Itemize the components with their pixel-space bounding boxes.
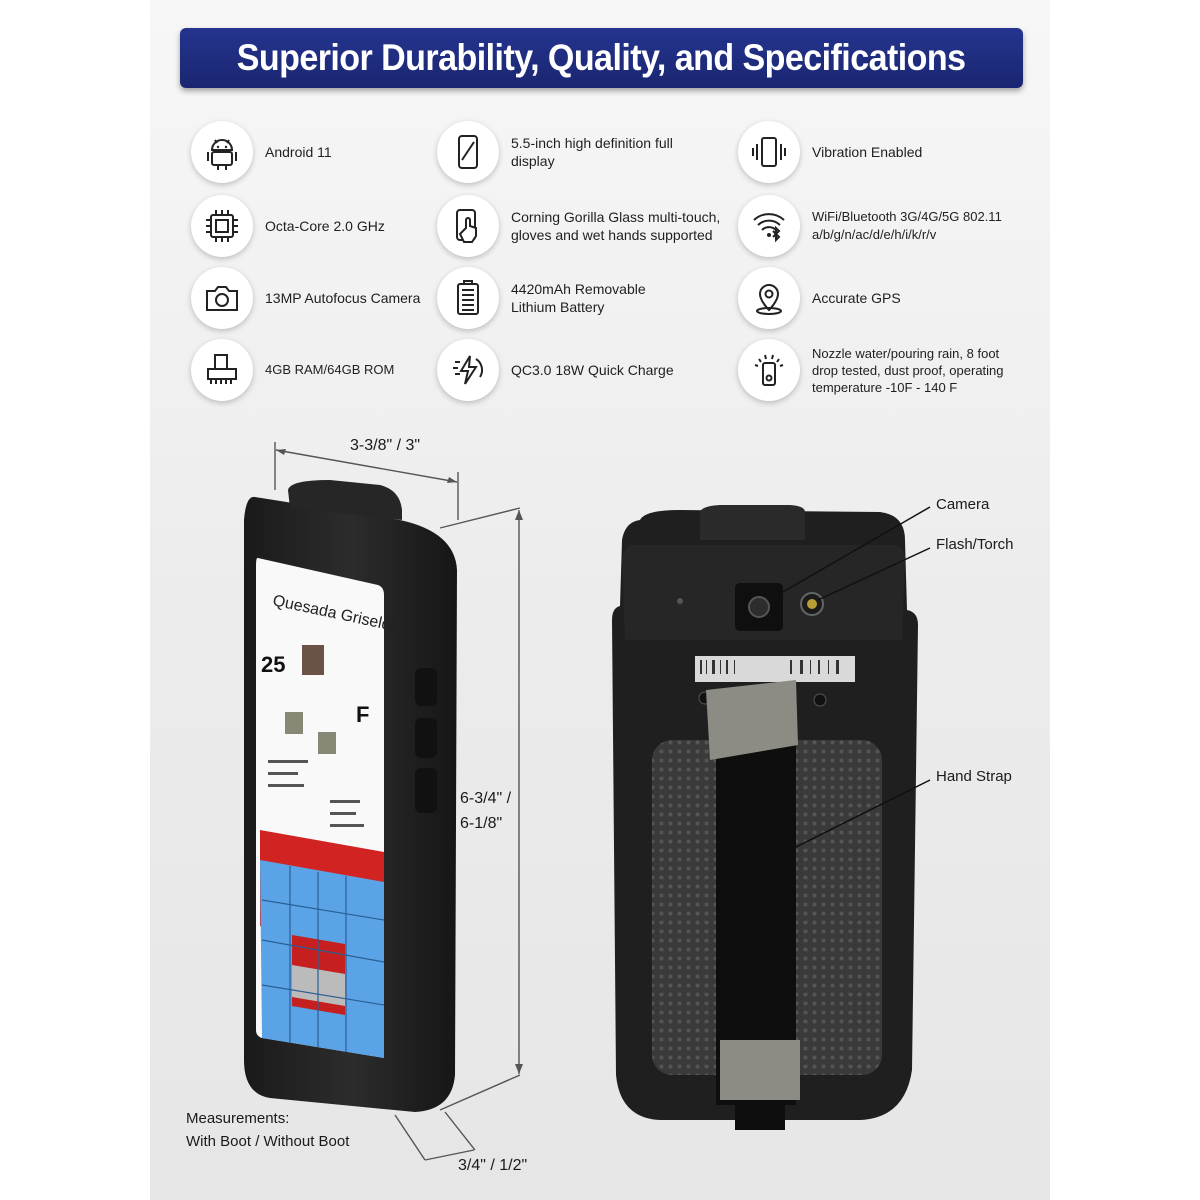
feature-battery: 4420mAh Removable Lithium Battery xyxy=(437,267,681,329)
feature-gps: Accurate GPS xyxy=(738,267,1002,329)
cpu-icon xyxy=(191,195,253,257)
callout-flash: Flash/Torch xyxy=(936,536,1014,553)
feature-display: 5.5-inch high definition full display xyxy=(437,121,681,183)
battery-icon xyxy=(437,267,499,329)
screen-gender: F xyxy=(356,702,369,727)
feature-text: QC3.0 18W Quick Charge xyxy=(511,362,674,378)
screen-age: 25 xyxy=(261,652,285,677)
banner-title: Superior Durability, Quality, and Specif… xyxy=(237,37,966,78)
callout-hand-strap: Hand Strap xyxy=(936,768,1012,785)
gps-icon xyxy=(738,267,800,329)
callout-lines xyxy=(759,506,931,866)
depth-dimension: 3/4" / 1/2" xyxy=(458,1157,528,1174)
back-device xyxy=(612,505,918,1130)
feature-text: WiFi/Bluetooth 3G/4G/5G 802.11 a/b/g/n/a… xyxy=(812,209,1002,242)
feature-text: Accurate GPS xyxy=(812,290,901,306)
feature-text: 13MP Autofocus Camera xyxy=(265,290,421,306)
measurements-label: Measurements: xyxy=(186,1110,290,1127)
feature-cpu: Octa-Core 2.0 GHz xyxy=(191,195,415,257)
vibration-icon xyxy=(738,121,800,183)
display-icon xyxy=(437,121,499,183)
feature-memory: 4GB RAM/64GB ROM xyxy=(191,339,415,401)
feature-rugged: Nozzle water/pouring rain, 8 foot drop t… xyxy=(738,339,1022,401)
wifi-bluetooth-icon xyxy=(738,195,800,257)
feature-text: Nozzle water/pouring rain, 8 foot drop t… xyxy=(812,345,1004,395)
width-dimension: 3-3/8" / 3" xyxy=(350,437,421,454)
feature-camera: 13MP Autofocus Camera xyxy=(191,267,425,329)
measurements-note: Measurements: With Boot / Without Boot xyxy=(186,1107,349,1153)
feature-text: 5.5-inch high definition full display xyxy=(511,135,673,169)
measurements-detail: With Boot / Without Boot xyxy=(186,1133,350,1150)
feature-text: Android 11 xyxy=(265,144,332,160)
dimension-lines xyxy=(274,442,521,1161)
feature-touch: Corning Gorilla Glass multi-touch, glove… xyxy=(437,195,721,257)
touch-icon xyxy=(437,195,499,257)
feature-android: Android 11 xyxy=(191,121,415,183)
height-dimension-2: 6-1/8" xyxy=(460,815,503,832)
feature-quick-charge: QC3.0 18W Quick Charge xyxy=(437,339,681,401)
camera-icon xyxy=(191,267,253,329)
feature-text: Vibration Enabled xyxy=(812,144,923,160)
height-dimension-1: 6-3/4" / xyxy=(460,790,512,807)
feature-wifi: WiFi/Bluetooth 3G/4G/5G 802.11 a/b/g/n/a… xyxy=(738,195,1012,257)
feature-text: 4420mAh Removable Lithium Battery xyxy=(511,281,646,315)
memory-icon xyxy=(191,339,253,401)
feature-text: Corning Gorilla Glass multi-touch, glove… xyxy=(511,209,721,243)
header-banner: Superior Durability, Quality, and Specif… xyxy=(180,28,1023,88)
feature-text: 4GB RAM/64GB ROM xyxy=(265,362,395,377)
android-icon xyxy=(191,121,253,183)
feature-text: Octa-Core 2.0 GHz xyxy=(265,218,385,234)
rugged-icon xyxy=(738,339,800,401)
front-device xyxy=(244,480,457,1112)
callout-camera: Camera xyxy=(936,496,990,513)
quick-charge-icon xyxy=(437,339,499,401)
feature-vibration: Vibration Enabled xyxy=(738,121,1002,183)
